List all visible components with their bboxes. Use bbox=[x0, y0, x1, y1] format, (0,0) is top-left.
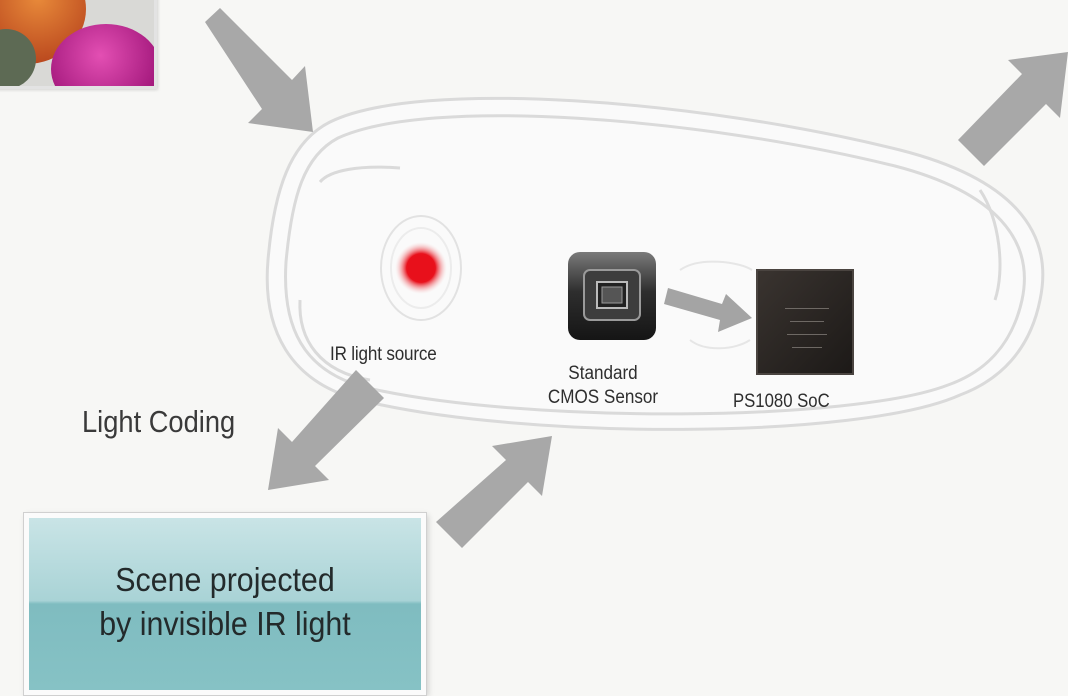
ps1080-soc-chip bbox=[756, 269, 854, 375]
scene-projected-box: Scene projected by invisible IR light bbox=[24, 513, 426, 695]
ir-light-source-label: IR light source bbox=[330, 344, 437, 365]
arrow-ir-to-scene bbox=[268, 370, 384, 490]
cmos-sensor-label: Standard CMOS Sensor bbox=[541, 362, 665, 410]
ir-light-source bbox=[380, 215, 462, 321]
arrow-from-image bbox=[205, 8, 313, 132]
cmos-label-line1: Standard bbox=[568, 363, 638, 384]
chip-markings bbox=[770, 296, 844, 352]
light-coding-label: Light Coding bbox=[82, 404, 236, 439]
scene-line2: by invisible IR light bbox=[99, 605, 351, 642]
arrow-scene-to-sensor bbox=[436, 436, 552, 548]
soc-label: PS1080 SoC bbox=[733, 391, 830, 412]
arrow-to-output bbox=[958, 52, 1068, 166]
cmos-sensor bbox=[568, 252, 656, 340]
color-image-thumbnail bbox=[0, 0, 157, 89]
scene-box-text: Scene projected by invisible IR light bbox=[45, 558, 406, 646]
sensor-to-soc-arrow bbox=[664, 288, 752, 332]
cmos-label-line2: CMOS Sensor bbox=[547, 387, 659, 408]
scene-line1: Scene projected bbox=[115, 561, 335, 598]
